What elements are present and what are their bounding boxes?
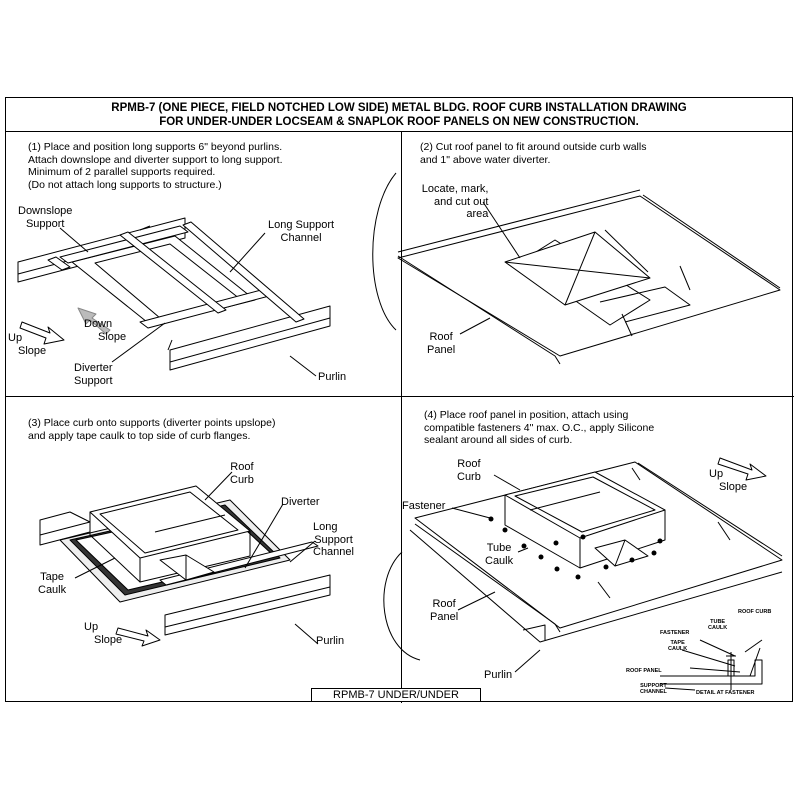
detail-roof-curb: ROOF CURB <box>738 609 772 615</box>
label-up-slope-1: Up Slope <box>8 332 47 357</box>
label-up-slope-3: Up Slope <box>84 621 123 646</box>
label-roof-curb-3: Roof Curb <box>230 461 254 486</box>
detail-at-fastener-caption: DETAIL AT FASTENER <box>696 690 755 696</box>
panel4-drawing <box>384 458 782 690</box>
label-roof-panel-4: Roof Panel <box>430 598 459 623</box>
panel1-step-text: (1) Place and position long supports 6" … <box>28 141 283 191</box>
detail-tube-caulk: TUBE CAULK <box>708 619 728 631</box>
drawing-footer-label: RPMB-7 UNDER/UNDER <box>311 688 481 702</box>
panel3-drawing <box>40 472 330 646</box>
panel3-step-text: (3) Place curb onto supports (diverter p… <box>28 417 276 442</box>
title-line-2: FOR UNDER-UNDER LOCSEAM & SNAPLOK ROOF P… <box>159 116 639 128</box>
detail-tape-caulk: TAPE CAULK <box>668 640 688 652</box>
panel1-drawing <box>18 218 330 376</box>
panel2-drawing <box>373 173 780 364</box>
label-long-support-channel: Long Support Channel <box>268 219 335 244</box>
label-down-slope: Down Slope <box>84 318 127 343</box>
label-purlin-1: Purlin <box>318 371 347 383</box>
label-cutout-area: Locate, mark, and cut out area <box>421 183 489 220</box>
label-up-slope-4: Up Slope <box>709 468 748 493</box>
label-purlin-3: Purlin <box>316 635 345 647</box>
label-long-support-channel-3: Long Support Channel <box>313 521 354 558</box>
detail-support-channel: SUPPORT CHANNEL <box>640 683 667 695</box>
label-roof-curb-4: Roof Curb <box>457 458 481 483</box>
drawing-title: RPMB-7 (ONE PIECE, FIELD NOTCHED LOW SID… <box>6 98 792 132</box>
vertical-divider <box>401 132 402 703</box>
detail-fastener: FASTENER <box>660 630 690 636</box>
panel2-step-text: (2) Cut roof panel to fit around outside… <box>420 141 647 166</box>
label-purlin-4: Purlin <box>484 669 513 681</box>
horizontal-divider <box>6 396 794 397</box>
panel4-step-text: (4) Place roof panel in position, attach… <box>424 409 655 446</box>
detail-roof-panel: ROOF PANEL <box>626 668 662 674</box>
label-roof-panel-2: Roof Panel <box>427 331 456 356</box>
title-line-1: RPMB-7 (ONE PIECE, FIELD NOTCHED LOW SID… <box>111 102 687 114</box>
label-fastener: Fastener <box>402 500 446 512</box>
label-diverter-3: Diverter <box>281 496 320 508</box>
label-downslope-support: Downslope Support <box>18 205 73 230</box>
label-diverter-support: Diverter Support <box>74 362 113 387</box>
label-tape-caulk: Tape Caulk <box>38 571 67 596</box>
label-tube-caulk: Tube Caulk <box>485 542 514 567</box>
